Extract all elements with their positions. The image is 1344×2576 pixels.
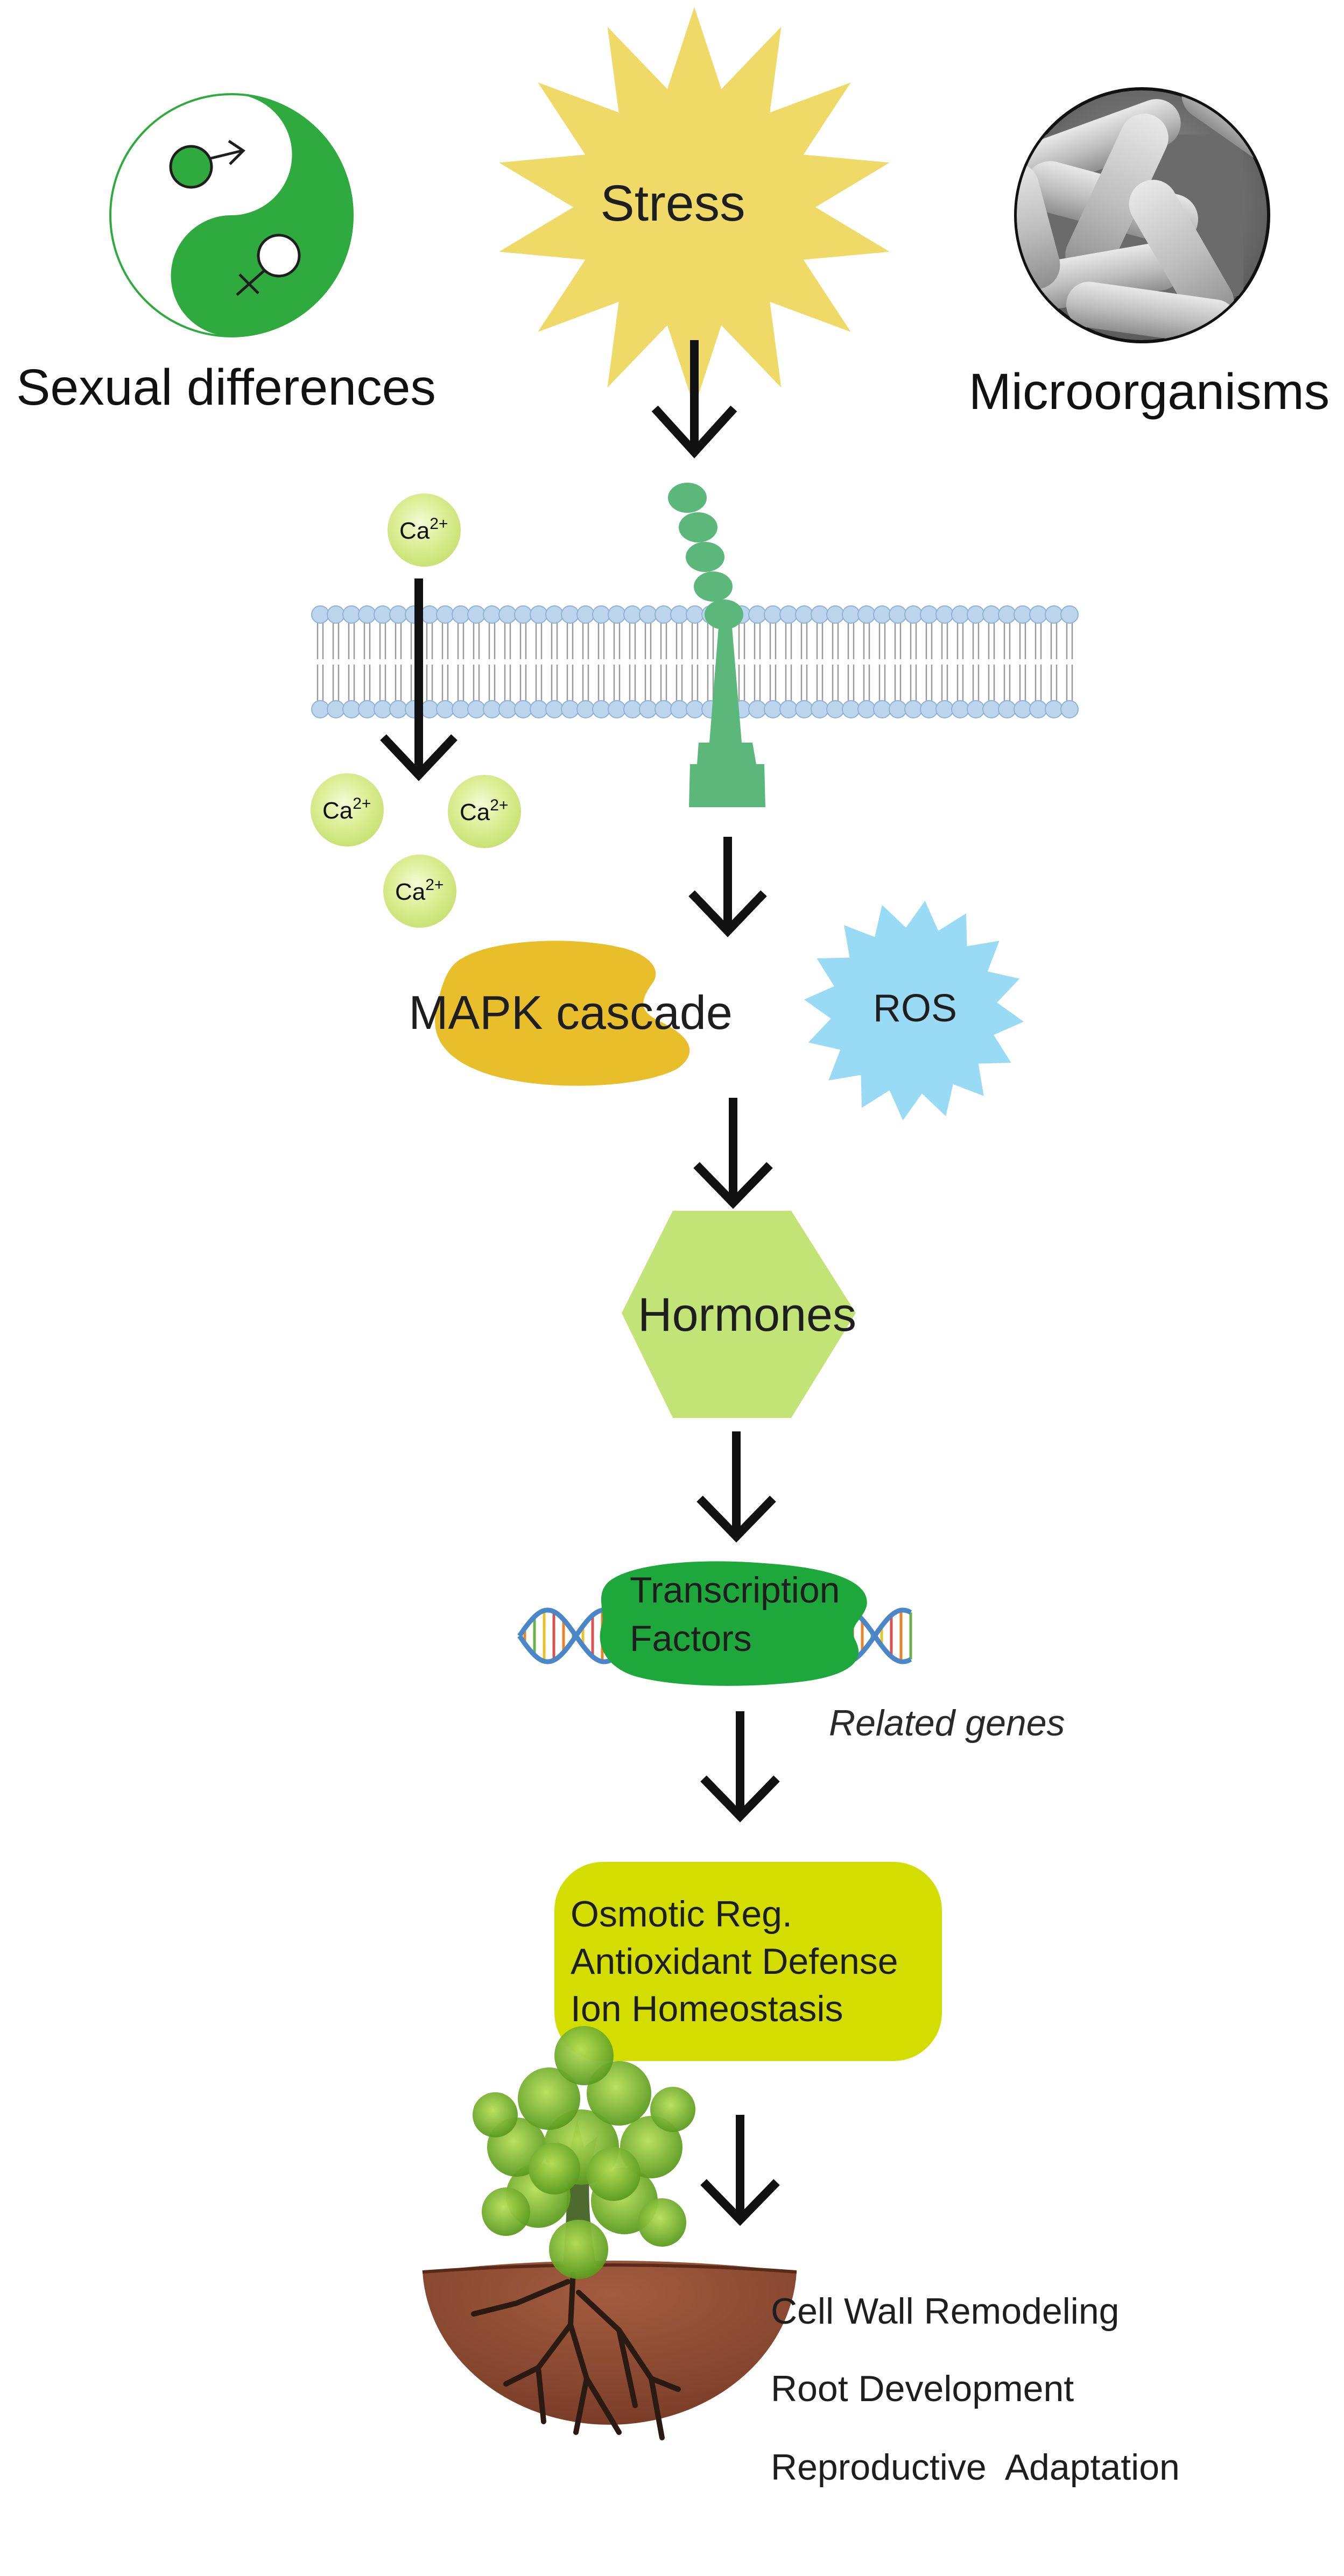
ros-burst-icon: [804, 901, 1024, 1120]
arrow-tf-to-responses: [700, 1711, 780, 1823]
transcription-factors-shape: [600, 1561, 867, 1686]
soil-icon: [422, 2261, 797, 2425]
arrow-responses-to-plant: [700, 2115, 780, 2226]
related-genes-label: Related genes: [829, 1703, 1065, 1744]
mapk-label: MAPK cascade: [409, 986, 733, 1039]
ros-label: ROS: [873, 987, 957, 1030]
calcium-ion-icon: Ca2+: [383, 855, 456, 928]
calcium-ion-label: Ca2+: [460, 796, 508, 825]
calcium-ion-icon: Ca2+: [448, 775, 521, 848]
hormones-label: Hormones: [638, 1288, 856, 1341]
response-item: Osmotic Reg.: [571, 1894, 792, 1935]
responses-box: [554, 1862, 942, 2061]
response-item: Antioxidant Defense: [571, 1941, 898, 1982]
yin-yang-icon: [109, 93, 354, 337]
tree-icon: [471, 2026, 695, 2440]
calcium-ion-icon: Ca2+: [388, 493, 461, 567]
arrow-mapk-to-hormones: [693, 1098, 773, 1209]
mapk-shape: [435, 941, 690, 1086]
arrow-calcium-influx: [380, 578, 458, 781]
tf-label-line2: Factors: [630, 1618, 752, 1659]
sexual-differences-label: Sexual differences: [16, 359, 436, 416]
male-symbol-icon: [169, 139, 245, 189]
stress-burst-icon: [499, 7, 890, 407]
stress-label: Stress: [600, 175, 745, 232]
arrow-receptor-to-mapk: [688, 837, 767, 937]
membrane-icon: [311, 605, 1079, 718]
outcome-item: Cell Wall Remodeling: [771, 2291, 1120, 2332]
receptor-icon: [668, 483, 765, 807]
response-item: Ion Homeostasis: [571, 1988, 843, 2029]
outcome-item: Reproductive Adaptation: [771, 2447, 1180, 2488]
calcium-ion-icon: Ca2+: [311, 773, 384, 846]
tf-label-line1: Transcription: [630, 1570, 840, 1611]
arrow-stress-to-membrane: [651, 340, 737, 458]
outcome-item: Root Development: [771, 2368, 1074, 2409]
microorganisms-icon: [1014, 87, 1270, 343]
microorganisms-label: Microorganisms: [969, 363, 1329, 420]
hormones-hexagon: [622, 1211, 856, 1418]
arrow-hormones-to-tf: [696, 1431, 776, 1543]
female-symbol-icon: [236, 234, 301, 296]
